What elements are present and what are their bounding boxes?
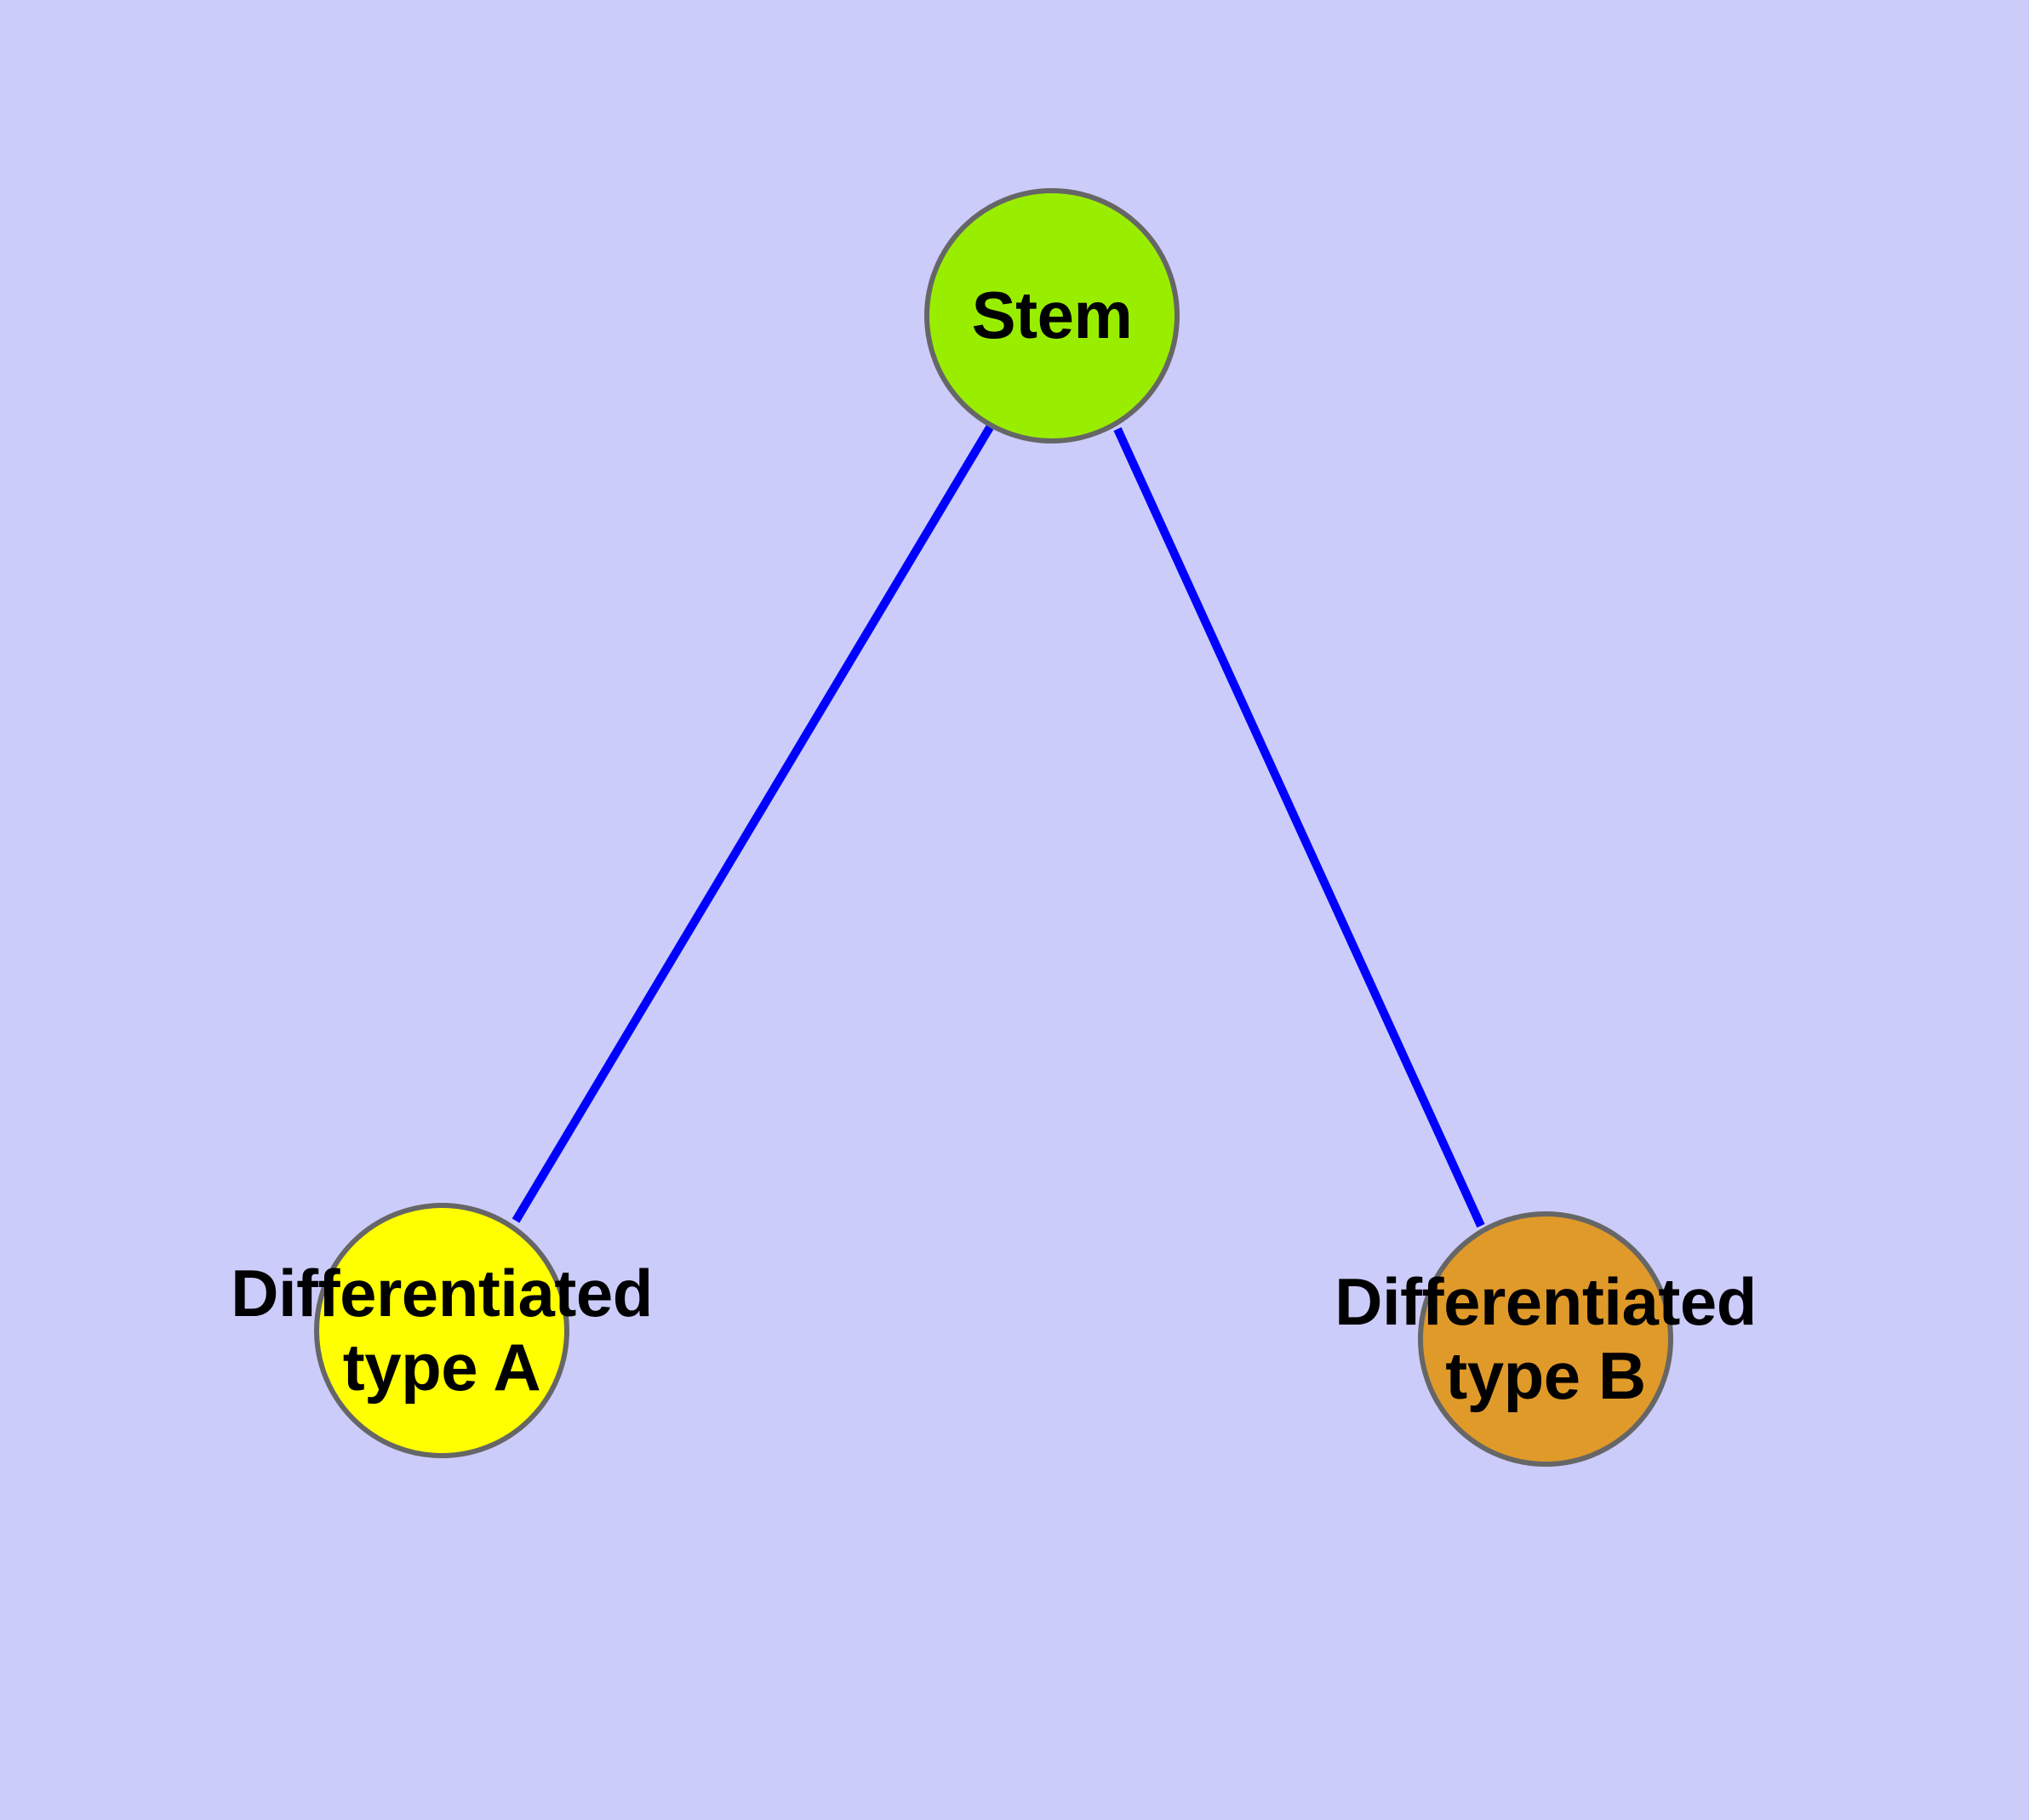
edge-stem-to-diff-b [1113, 426, 1485, 1228]
edge-stem-to-diff-a [512, 425, 994, 1223]
node-diff-a-circle[interactable] [314, 1203, 569, 1458]
node-diff-b-circle[interactable] [1418, 1211, 1673, 1467]
node-stem-circle[interactable] [924, 188, 1180, 444]
